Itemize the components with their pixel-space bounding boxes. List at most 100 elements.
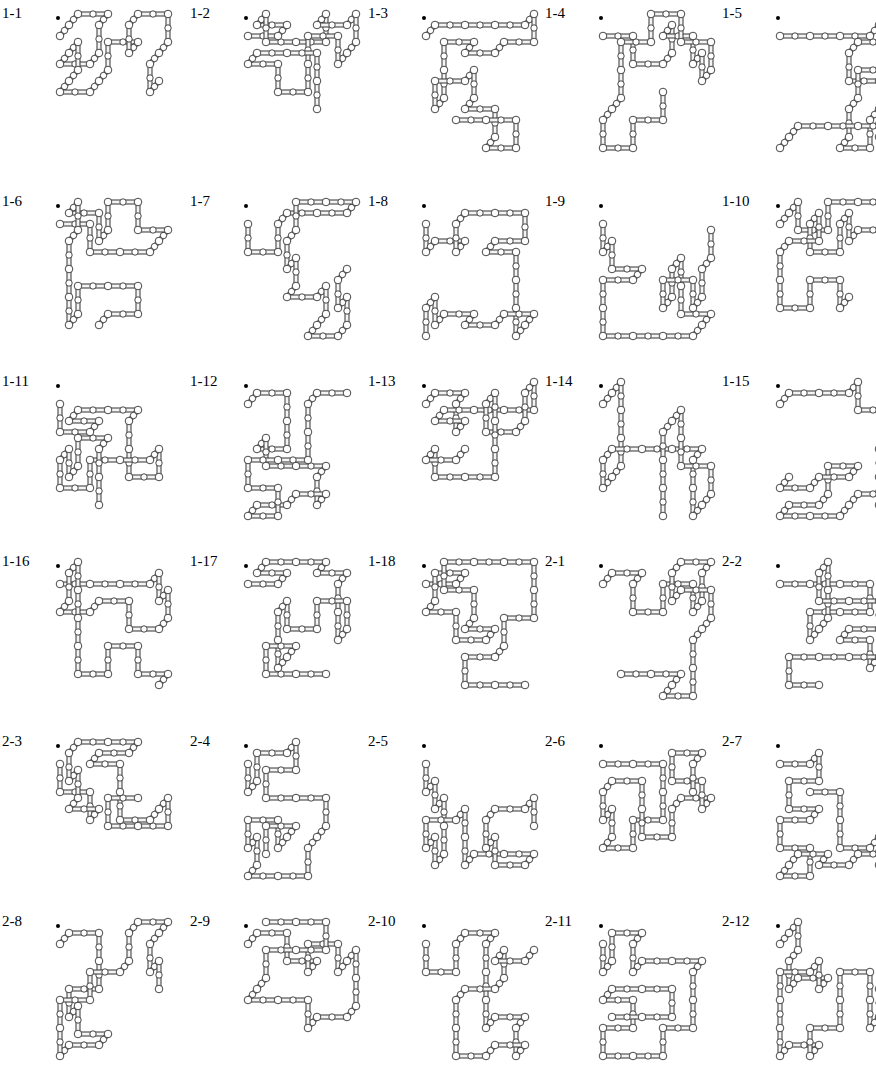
- bead: [155, 445, 163, 453]
- bead: [707, 490, 715, 498]
- bead: [95, 21, 103, 29]
- bead: [313, 293, 321, 301]
- bead: [477, 626, 483, 632]
- bead: [334, 60, 342, 68]
- bead: [815, 209, 823, 217]
- bead: [512, 116, 520, 124]
- bead: [512, 276, 520, 284]
- bond-tube: [120, 250, 150, 255]
- start-dot: [776, 564, 780, 568]
- bead: [87, 235, 93, 241]
- bead: [164, 670, 172, 678]
- bead: [299, 626, 305, 632]
- bead: [447, 238, 453, 244]
- bead: [689, 332, 697, 340]
- bond-tube: [266, 464, 296, 469]
- bead: [56, 88, 64, 96]
- bead: [630, 47, 636, 53]
- bond-tube: [248, 458, 278, 463]
- bond-tube: [465, 211, 495, 216]
- bead: [852, 145, 858, 151]
- bead: [422, 304, 430, 312]
- polymer-figure: [422, 10, 538, 152]
- bead: [104, 406, 112, 414]
- bead: [305, 75, 311, 81]
- bead: [659, 608, 667, 616]
- bead: [334, 608, 342, 616]
- bond-tube: [78, 672, 108, 677]
- bead: [329, 390, 335, 396]
- bead: [447, 474, 453, 480]
- bead: [629, 116, 637, 124]
- bead: [283, 293, 291, 301]
- bead: [618, 53, 624, 59]
- polymer-figure: [244, 384, 351, 520]
- bead: [690, 47, 696, 53]
- bead: [65, 49, 73, 57]
- bead: [531, 573, 537, 579]
- bead: [645, 333, 651, 339]
- bead: [677, 254, 685, 262]
- bead: [56, 220, 64, 228]
- bead: [120, 283, 126, 289]
- bead: [165, 25, 171, 31]
- bead: [274, 512, 282, 520]
- bead: [422, 580, 430, 588]
- bead: [440, 38, 448, 46]
- bond-tube: [633, 118, 663, 123]
- bead: [824, 462, 832, 470]
- bead: [846, 224, 852, 230]
- bead: [116, 456, 124, 464]
- bond-tube: [633, 62, 663, 67]
- bead: [677, 670, 685, 678]
- bond-tube: [308, 334, 338, 339]
- bead: [431, 21, 439, 29]
- bead: [72, 89, 78, 95]
- bead: [708, 601, 714, 607]
- start-dot: [422, 384, 426, 388]
- bead: [600, 291, 606, 297]
- bead: [491, 681, 499, 689]
- bead: [304, 332, 312, 340]
- bond-tube: [287, 211, 317, 216]
- bead: [293, 269, 299, 275]
- bead: [304, 456, 312, 464]
- bead: [806, 220, 814, 228]
- bead: [352, 38, 360, 46]
- bead: [516, 559, 522, 565]
- bead: [477, 682, 483, 688]
- bead: [491, 625, 499, 633]
- bead: [65, 321, 73, 329]
- bead: [283, 265, 291, 273]
- bead: [343, 293, 351, 301]
- bead: [870, 67, 876, 73]
- bond-tube: [326, 200, 356, 205]
- bead: [253, 21, 261, 29]
- bead: [531, 601, 537, 607]
- bead: [854, 406, 862, 414]
- bead: [269, 570, 275, 576]
- bead: [244, 512, 252, 520]
- bead: [134, 226, 142, 234]
- bond-tube: [266, 672, 296, 677]
- bond-tube: [435, 475, 465, 480]
- polymer-figure: [422, 378, 538, 481]
- polymer-figure: [56, 10, 172, 96]
- bead: [707, 586, 715, 594]
- bead: [845, 209, 853, 217]
- bond-tube: [456, 638, 486, 643]
- bead: [875, 501, 876, 509]
- bead: [624, 266, 630, 272]
- bead: [343, 49, 351, 57]
- bead: [513, 291, 519, 297]
- bond-tube: [444, 588, 474, 593]
- bead: [512, 248, 520, 256]
- bead: [86, 220, 94, 228]
- bead: [304, 428, 312, 436]
- bead: [269, 502, 275, 508]
- bond-tube: [444, 408, 474, 413]
- bead: [690, 679, 696, 685]
- start-dot: [56, 16, 60, 20]
- bead: [615, 333, 621, 339]
- bead: [96, 224, 102, 230]
